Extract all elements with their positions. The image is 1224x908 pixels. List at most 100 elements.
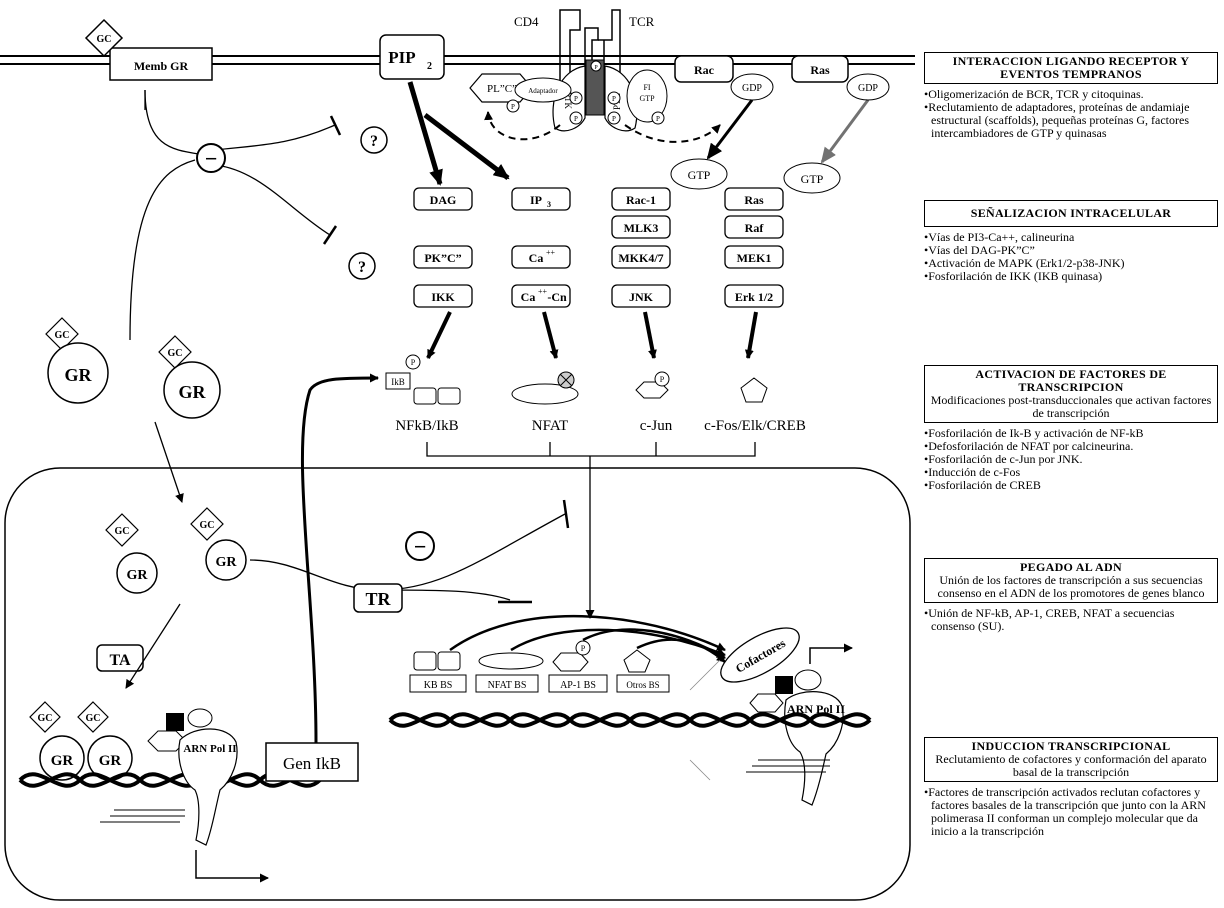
svg-text:Ras: Ras [744,193,764,207]
svg-text:GR: GR [127,568,149,583]
list-item: Reclutamiento de adaptadores, proteínas … [924,101,1218,140]
panel-dna-binding: PEGADO AL ADN Unión de los factores de t… [924,558,1218,633]
svg-text:GTP: GTP [688,168,711,182]
panel-ligand-receptor-title: INTERACCION LIGANDO RECEPTOR Y EVENTOS T… [929,55,1213,81]
svg-text:++: ++ [546,248,556,257]
svg-text:JNK: JNK [629,290,654,304]
panel-dna-binding-subtitle: Unión de los factores de transcripción a… [929,574,1213,600]
svg-text:KB BS: KB BS [424,680,453,691]
svg-text:IKK: IKK [431,290,455,304]
c-fos-label: c-Fos/Elk/CREB [704,418,806,434]
svg-text:GR: GR [99,753,122,769]
svg-text:Ras: Ras [810,63,830,77]
svg-text:Rac: Rac [694,63,715,77]
svg-text:GC: GC [115,526,130,537]
dashed-arrow-right [625,125,720,142]
svg-text:−: − [414,534,427,559]
svg-text:GC: GC [55,330,70,341]
panel-intracellular-signaling: SEÑALIZACION INTRACELULAR Vías de PI3-Ca… [924,200,1218,283]
nfkb-label: NFkB/IkB [395,418,458,434]
panel-tf-activation-title: ACTIVACION DE FACTORES DE TRANSCRIPCION [929,368,1213,394]
svg-text:GC: GC [200,520,215,531]
cytoplasmic-gr-2: GC GR [159,336,220,418]
panel-tf-activation: ACTIVACION DE FACTORES DE TRANSCRIPCION … [924,365,1218,492]
svg-text:2: 2 [427,61,432,72]
panel-ligand-receptor: INTERACCION LIGANDO RECEPTOR Y EVENTOS T… [924,52,1218,140]
svg-text:DAG: DAG [430,193,457,207]
cytoplasmic-gr-1: GC GR [46,318,108,403]
svg-text:TCR: TCR [629,14,655,29]
svg-text:GTP: GTP [801,172,824,186]
svg-text:GC: GC [86,713,101,724]
svg-text:P: P [656,115,660,123]
signaling-diagram: Memb GR GC PIP 2 CD4 TCR PTK P P P PTK P… [0,0,918,908]
svg-text:P: P [511,103,515,111]
gr-dimer: GC GC GR GR [30,702,132,780]
svg-text:IkB: IkB [391,377,405,387]
svg-text:Rac-1: Rac-1 [626,193,656,207]
pip2-box: PIP 2 [380,35,444,79]
ta-label: TA [97,645,143,671]
svg-text:?: ? [370,133,378,150]
gtp-rac: GTP [671,159,727,189]
svg-text:?: ? [358,259,366,276]
svg-text:GR: GR [179,382,207,402]
svg-text:-Cn: -Cn [547,290,567,304]
c-jun-factor: P [636,372,669,398]
nuclear-gr-1: GC GR [106,514,157,593]
ras-membrane: Ras GDP [792,56,889,100]
svg-text:GTP: GTP [639,94,655,103]
gen-ikb-box: Gen IkB [266,743,358,781]
svg-text:GDP: GDP [858,83,878,94]
membrane-gr: Memb GR GC [86,20,212,80]
svg-text:GC: GC [38,713,53,724]
nfat-label: NFAT [532,418,568,434]
panel-induction-subtitle: Reclutamiento de cofactores y conformaci… [929,753,1213,779]
svg-text:P: P [574,115,578,123]
svg-text:Erk 1/2: Erk 1/2 [735,290,773,304]
svg-text:MKK4/7: MKK4/7 [618,251,663,265]
c-jun-label: c-Jun [640,418,673,434]
gtp-ras: GTP [784,163,840,193]
minus-sign-top: − [197,144,225,172]
cofactores-complex: Cofactores ARN Pol II [713,617,845,805]
question-mark-top: ? [361,127,387,153]
nfat-factor [512,372,578,404]
svg-text:ARN Pol II: ARN Pol II [183,743,236,755]
svg-text:Otros BS: Otros BS [626,680,659,690]
svg-text:TR: TR [365,589,391,609]
svg-text:Ca: Ca [521,290,536,304]
svg-text:FI: FI [643,83,650,92]
svg-text:GR: GR [51,753,74,769]
svg-text:AP-1 BS: AP-1 BS [560,680,596,691]
list-item: Fosforilación de IKK (IKB quinasa) [924,270,1218,283]
svg-text:NFAT BS: NFAT BS [488,680,527,691]
rac-membrane: Rac GDP [675,56,773,100]
minus-sign-nucleus: − [406,532,434,560]
svg-text:MLK3: MLK3 [624,221,659,235]
pathway-boxes: DAG PK”C” IKK IP 3 Ca ++ Ca ++ -Cn Rac-1… [414,188,783,307]
nuclear-gr-2: GC GR [191,508,246,580]
svg-text:3: 3 [547,200,551,209]
svg-text:GC: GC [97,34,112,45]
svg-text:P: P [660,375,665,384]
svg-text:Gen IkB: Gen IkB [283,754,341,773]
svg-text:GR: GR [216,555,238,570]
svg-text:P: P [574,95,578,103]
panel-tf-activation-subtitle: Modificaciones post-transduccionales que… [929,394,1213,420]
svg-text:P: P [411,358,416,367]
svg-text:GC: GC [168,348,183,359]
nfkb-ikb-factor: IkB P [386,355,460,404]
svg-text:GDP: GDP [742,83,762,94]
svg-text:MEK1: MEK1 [737,251,772,265]
svg-text:CD4: CD4 [514,14,539,29]
list-item: Fosforilación de CREB [924,479,1218,492]
question-mark-bottom: ? [349,253,375,279]
svg-text:TA: TA [109,652,130,669]
panel-intracellular-title: SEÑALIZACION INTRACELULAR [929,203,1213,224]
svg-text:Ca: Ca [529,251,544,265]
svg-text:Memb GR: Memb GR [134,59,189,73]
svg-text:P: P [612,95,616,103]
list-item: Factores de transcripción activados recl… [924,786,1218,838]
dashed-arrow-left [488,112,560,139]
